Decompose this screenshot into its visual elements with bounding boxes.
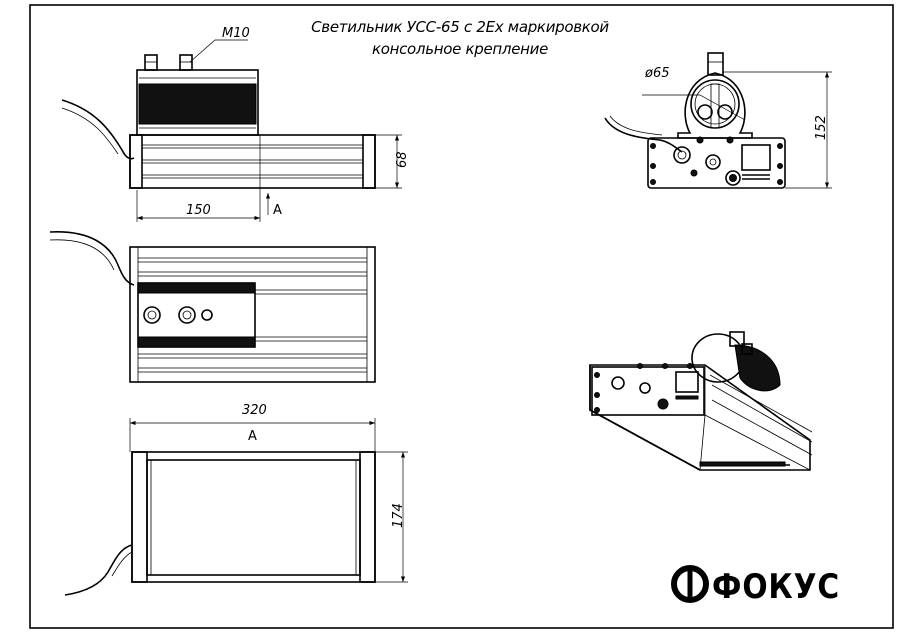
bolt	[729, 331, 745, 347]
cable	[604, 117, 683, 153]
bolt	[707, 52, 724, 76]
pipe-clamp	[690, 79, 740, 129]
cable-gland	[673, 146, 691, 164]
connector	[725, 170, 741, 186]
diameter-label: ø65	[644, 66, 670, 81]
mount-hole	[201, 309, 213, 321]
luminaire-body	[131, 451, 376, 583]
connector	[705, 154, 721, 170]
cable	[49, 231, 135, 286]
marking-plate	[741, 144, 771, 171]
driver-heatsink	[138, 83, 257, 125]
height-dimension: 68	[395, 151, 410, 168]
drawing-frame	[29, 4, 894, 629]
length-dimension: 320	[242, 403, 267, 418]
side-view: M10 150 68 A	[61, 26, 410, 222]
section-label: A	[248, 429, 257, 444]
luminaire-end-cap	[647, 137, 786, 189]
cable-gland	[143, 306, 161, 324]
front-view: ø65 152	[604, 52, 832, 189]
section-label: A	[273, 203, 282, 218]
bracket	[677, 72, 753, 139]
thread-label: M10	[222, 26, 250, 41]
mount-hole	[178, 306, 196, 324]
diffuser-glass	[146, 459, 361, 576]
top-view	[49, 231, 376, 383]
logo-text: ФОКУС	[712, 567, 840, 607]
luminaire-body	[129, 134, 376, 189]
luminaire-end-cap	[591, 366, 705, 416]
length-dimension: 150	[186, 203, 211, 218]
drawing-title-line2: консольное крепление	[372, 40, 548, 58]
height-dimension: 152	[814, 115, 829, 140]
luminaire-body	[129, 246, 376, 383]
company-logo: ФОКУС	[671, 565, 840, 607]
isometric-view	[589, 331, 813, 471]
cable	[64, 544, 133, 596]
width-dimension: 174	[391, 503, 406, 528]
bottom-view: 320 A 174	[64, 403, 408, 596]
bolt	[144, 54, 158, 71]
drawing-title-line1: Светильник УСС-65 с 2Ех маркировкой	[311, 18, 609, 36]
bolt	[179, 54, 193, 71]
